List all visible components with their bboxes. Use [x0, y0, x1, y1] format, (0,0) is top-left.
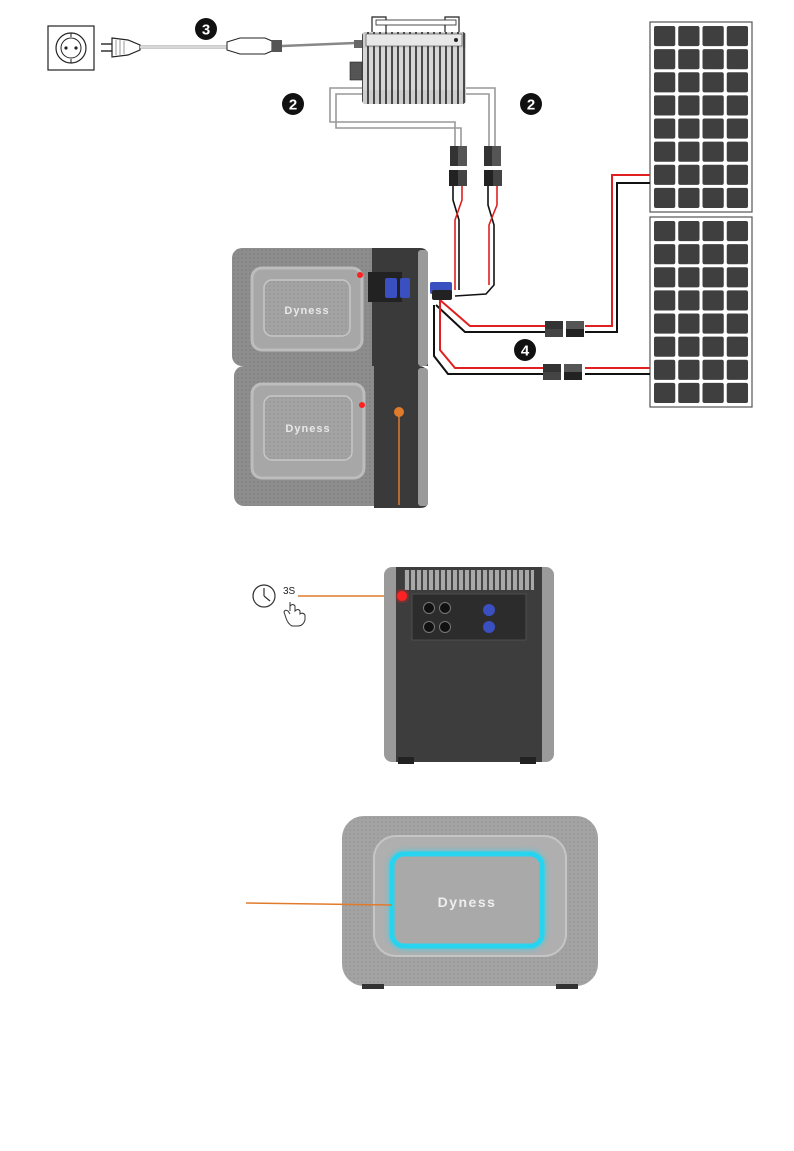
- solar-cell: [727, 72, 748, 92]
- solar-cell: [703, 337, 724, 357]
- callout-4-label: 4: [521, 343, 530, 360]
- solar-cell: [654, 383, 675, 403]
- solar-cell: [654, 314, 675, 334]
- y-cable-to-battery: [453, 186, 497, 296]
- solar-cell: [678, 360, 699, 380]
- brand-logo-top: Dyness: [284, 305, 329, 317]
- solar-cell: [703, 165, 724, 185]
- solar-cell: [678, 49, 699, 69]
- pv-mc4-connectors: [543, 321, 584, 380]
- solar-cell: [703, 142, 724, 162]
- solar-cell: [678, 383, 699, 403]
- solar-cell: [703, 244, 724, 264]
- solar-cell: [703, 188, 724, 208]
- solar-cell: [703, 267, 724, 287]
- callout-4: 4: [514, 339, 536, 361]
- solar-cell: [678, 95, 699, 115]
- solar-cell: [703, 221, 724, 241]
- solar-cell: [654, 337, 675, 357]
- battery-unit-bottom: Dyness: [234, 366, 428, 508]
- microinverter: [350, 17, 466, 104]
- solar-cell: [727, 165, 748, 185]
- hold-duration-label: 3S: [283, 586, 296, 597]
- solar-cell: [703, 72, 724, 92]
- solar-cell: [727, 290, 748, 310]
- callout-2-right-label: 2: [527, 97, 535, 114]
- press-hand-icon: [284, 602, 305, 626]
- solar-cell: [654, 49, 675, 69]
- solar-cell: [654, 244, 675, 264]
- solar-cell: [727, 142, 748, 162]
- brand-logo-front: Dyness: [438, 894, 497, 910]
- clock-icon: [253, 585, 275, 607]
- solar-cell: [703, 119, 724, 139]
- mc4-connector-group: [449, 146, 502, 186]
- solar-cell: [654, 221, 675, 241]
- solar-cell: [654, 290, 675, 310]
- solar-cell: [654, 188, 675, 208]
- callout-2-left: 2: [282, 93, 304, 115]
- solar-cell: [727, 337, 748, 357]
- solar-cell: [678, 337, 699, 357]
- brand-logo-bottom: Dyness: [285, 423, 330, 435]
- solar-cell: [703, 314, 724, 334]
- ac-cable: [140, 38, 355, 54]
- solar-cell: [727, 314, 748, 334]
- solar-cell: [703, 95, 724, 115]
- solar-cell: [727, 360, 748, 380]
- callout-3-label: 3: [202, 22, 210, 39]
- solar-panel-top: [650, 22, 752, 212]
- solar-cell: [678, 314, 699, 334]
- solar-cell: [654, 165, 675, 185]
- solar-cell: [727, 26, 748, 46]
- schuko-socket-icon: [48, 26, 94, 70]
- solar-cell: [654, 26, 675, 46]
- solar-cell: [727, 267, 748, 287]
- solar-cell: [703, 383, 724, 403]
- callout-2-left-label: 2: [289, 97, 297, 114]
- solar-cell: [678, 188, 699, 208]
- solar-cell: [678, 72, 699, 92]
- battery-front-view: Dyness: [342, 816, 598, 989]
- solar-cell: [678, 244, 699, 264]
- pv-extension-cables: [434, 175, 650, 374]
- solar-cell: [678, 267, 699, 287]
- solar-cell: [654, 142, 675, 162]
- solar-cell: [678, 221, 699, 241]
- callout-2-right: 2: [520, 93, 542, 115]
- battery-stack: Dyness Dyness: [232, 248, 452, 508]
- solar-cell: [678, 119, 699, 139]
- solar-cell: [703, 26, 724, 46]
- solar-cell: [727, 119, 748, 139]
- solar-cell: [727, 221, 748, 241]
- solar-cell: [654, 72, 675, 92]
- battery-rear-view: [384, 567, 554, 764]
- ac-plug-icon: [101, 38, 140, 57]
- solar-cell: [703, 49, 724, 69]
- solar-panel-bottom: [650, 217, 752, 407]
- solar-cell: [727, 244, 748, 264]
- solar-cell: [678, 142, 699, 162]
- solar-cell: [654, 360, 675, 380]
- solar-cell: [654, 95, 675, 115]
- solar-cell: [727, 383, 748, 403]
- solar-cell: [703, 290, 724, 310]
- solar-cell: [678, 290, 699, 310]
- power-button[interactable]: [397, 591, 407, 601]
- solar-cell: [678, 165, 699, 185]
- solar-cell: [654, 119, 675, 139]
- solar-cell: [654, 267, 675, 287]
- solar-cell: [727, 188, 748, 208]
- battery-unit-top: Dyness: [232, 248, 452, 366]
- solar-cell: [727, 49, 748, 69]
- solar-cell: [727, 95, 748, 115]
- solar-cell: [703, 360, 724, 380]
- solar-cell: [678, 26, 699, 46]
- callout-3: 3: [195, 18, 217, 40]
